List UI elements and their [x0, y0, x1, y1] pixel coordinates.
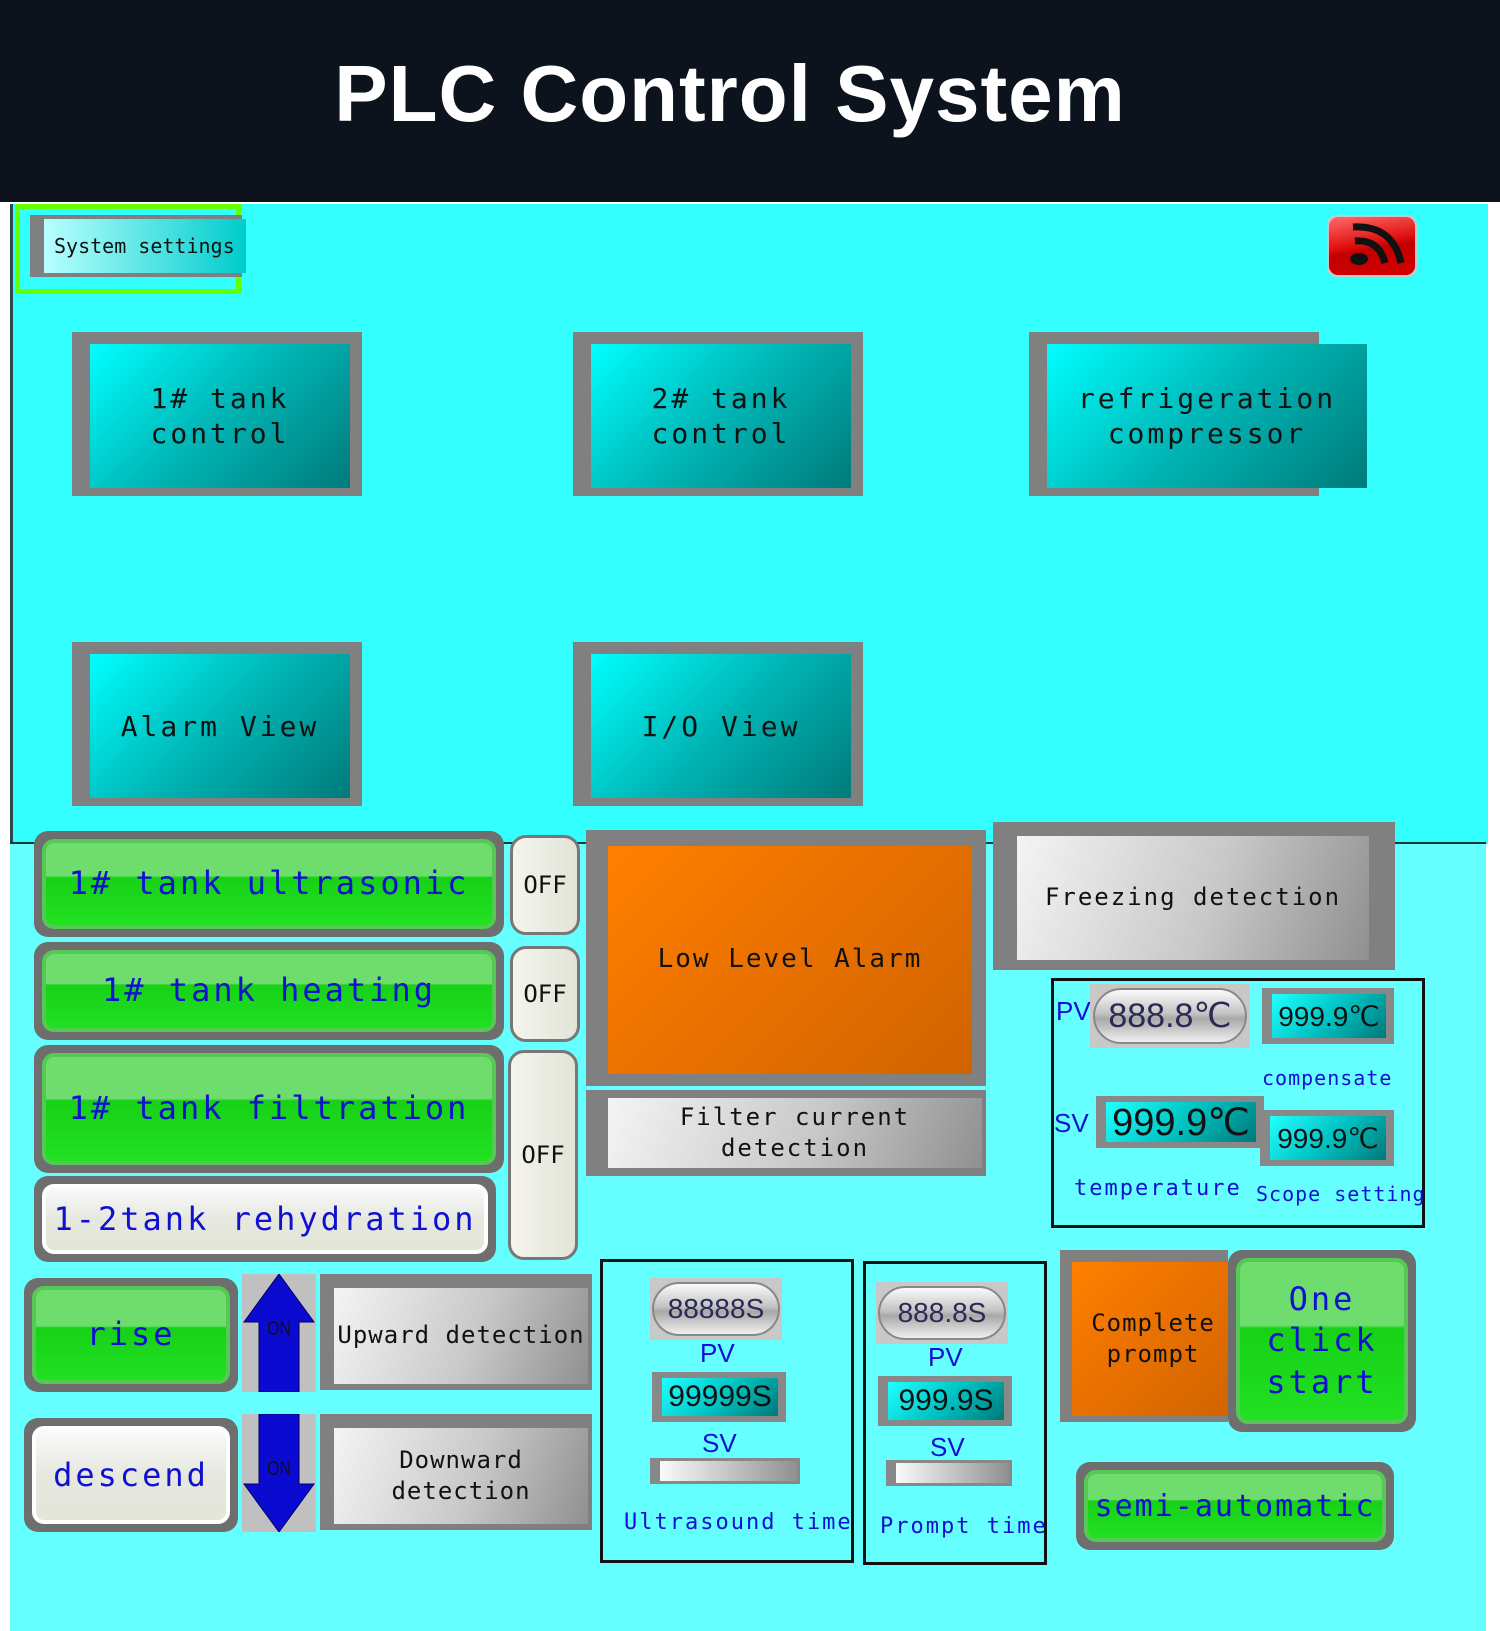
- rise-button[interactable]: rise: [24, 1278, 238, 1392]
- scope-setting-value: 999.9℃: [1277, 1122, 1379, 1154]
- alarm-view-label: Alarm View: [120, 709, 320, 743]
- ultrasound-progress-bar: [650, 1458, 800, 1484]
- heating-status-label: OFF: [523, 980, 567, 1008]
- temp-sv-input[interactable]: 999.9℃: [1096, 1096, 1264, 1148]
- ultrasonic-status-label: OFF: [523, 871, 567, 899]
- refrigeration-compressor-label: refrigeration compressor: [1077, 382, 1337, 450]
- prompt-pv-value: 888.8S: [897, 1297, 987, 1328]
- prompt-time-panel: [863, 1261, 1047, 1565]
- semi-automatic-button[interactable]: semi-automatic: [1076, 1462, 1394, 1550]
- scope-setting-label: Scope setting: [1256, 1182, 1426, 1206]
- filter-current-indicator: Filter current detection: [586, 1090, 986, 1176]
- title-banner: PLC Control System: [0, 0, 1500, 202]
- descend-state-label: ON: [267, 1458, 291, 1480]
- rss-signal-icon: [1329, 217, 1415, 275]
- temp-pv-value: 888.8℃: [1108, 997, 1232, 1035]
- prompt-sv-label: SV: [930, 1432, 965, 1462]
- descend-button[interactable]: descend: [24, 1418, 238, 1532]
- ultrasound-pv-value: 88888S: [667, 1293, 765, 1324]
- temp-sv-value: 999.9℃: [1112, 1101, 1250, 1144]
- one-click-start-label: One click start: [1266, 1279, 1378, 1401]
- prompt-time-label: Prompt time: [880, 1514, 1048, 1539]
- descend-label: descend: [53, 1456, 209, 1494]
- rise-state-label: ON: [267, 1318, 291, 1340]
- ultrasound-pv-display: 88888S: [650, 1278, 782, 1340]
- down-arrow-icon: [243, 1413, 315, 1533]
- freezing-detection-indicator: Freezing detection: [993, 822, 1395, 970]
- ultrasound-time-panel: [600, 1259, 854, 1563]
- filtration-status-label: OFF: [521, 1141, 565, 1169]
- prompt-pv-label: PV: [928, 1342, 963, 1372]
- ultrasonic-status-indicator: OFF: [510, 835, 580, 935]
- prompt-sv-input[interactable]: 999.9S: [878, 1376, 1012, 1426]
- tank1-heating-button[interactable]: 1# tank heating: [34, 942, 504, 1040]
- io-view-button[interactable]: I/O View: [573, 642, 863, 806]
- filtration-status-indicator: OFF: [508, 1050, 578, 1260]
- ultrasound-time-label: Ultrasound time: [624, 1510, 853, 1535]
- compensate-value: 999.9℃: [1278, 1000, 1380, 1032]
- rise-label: rise: [86, 1315, 176, 1354]
- alarm-view-button[interactable]: Alarm View: [72, 642, 362, 806]
- ultrasound-sv-value: 99999S: [668, 1380, 772, 1413]
- heating-status-indicator: OFF: [510, 946, 580, 1042]
- freezing-detection-label: Freezing detection: [1044, 883, 1342, 912]
- tank1-filtration-label: 1# tank filtration: [68, 1089, 470, 1128]
- system-settings-label: System settings: [54, 234, 235, 258]
- prompt-progress-track: [896, 1463, 1009, 1483]
- system-settings-button[interactable]: System settings: [30, 215, 246, 277]
- page-title: PLC Control System: [334, 49, 1126, 138]
- low-level-alarm-indicator: Low Level Alarm: [586, 830, 986, 1086]
- temp-pv-display: 888.8℃: [1090, 984, 1250, 1048]
- complete-prompt-indicator: Complete prompt: [1060, 1250, 1234, 1422]
- io-view-label: I/O View: [641, 709, 801, 743]
- downward-detection-label: Downward detection: [391, 1445, 531, 1505]
- descend-indicator: ON: [242, 1413, 316, 1533]
- compensate-input[interactable]: 999.9℃: [1262, 988, 1394, 1044]
- prompt-pv-display: 888.8S: [876, 1282, 1008, 1344]
- tank2-control-label: 2# tank control: [651, 382, 791, 450]
- complete-prompt-label: Complete prompt: [1091, 1308, 1215, 1368]
- upward-detection-indicator: Upward detection: [320, 1274, 592, 1390]
- tank1-control-button[interactable]: 1# tank control: [72, 332, 362, 496]
- compensate-label: compensate: [1262, 1066, 1393, 1090]
- tank2-control-button[interactable]: 2# tank control: [573, 332, 863, 496]
- temp-sv-label: SV: [1054, 1108, 1089, 1138]
- ultrasound-sv-label: SV: [702, 1428, 737, 1458]
- prompt-progress-bar: [886, 1460, 1012, 1486]
- temperature-panel: [1051, 978, 1425, 1228]
- connection-status-button[interactable]: [1327, 215, 1417, 277]
- downward-detection-indicator: Downward detection: [320, 1414, 592, 1530]
- tank-rehydration-button[interactable]: 1-2tank rehydration: [34, 1176, 496, 1262]
- tank1-heating-label: 1# tank heating: [102, 971, 436, 1010]
- ultrasound-progress-track: [660, 1461, 797, 1481]
- tank-rehydration-label: 1-2tank rehydration: [53, 1200, 477, 1238]
- one-click-start-button[interactable]: One click start: [1228, 1250, 1416, 1432]
- filter-current-label: Filter current detection: [679, 1102, 911, 1162]
- temp-pv-label: PV: [1056, 996, 1091, 1026]
- low-level-alarm-label: Low Level Alarm: [657, 944, 923, 975]
- tank1-control-label: 1# tank control: [150, 382, 290, 450]
- ultrasound-sv-input[interactable]: 99999S: [652, 1372, 786, 1422]
- temperature-label: temperature: [1074, 1176, 1242, 1201]
- prompt-sv-value: 999.9S: [898, 1384, 994, 1417]
- refrigeration-compressor-button[interactable]: refrigeration compressor: [1029, 332, 1367, 496]
- ultrasound-pv-label: PV: [700, 1338, 735, 1368]
- scope-setting-input[interactable]: 999.9℃: [1260, 1110, 1394, 1166]
- tank1-ultrasonic-button[interactable]: 1# tank ultrasonic: [34, 831, 504, 937]
- rise-indicator: ON: [242, 1273, 316, 1393]
- tank1-ultrasonic-label: 1# tank ultrasonic: [68, 864, 470, 903]
- tank1-filtration-button[interactable]: 1# tank filtration: [34, 1045, 504, 1173]
- upward-detection-label: Upward detection: [337, 1321, 585, 1350]
- semi-automatic-label: semi-automatic: [1094, 1488, 1376, 1524]
